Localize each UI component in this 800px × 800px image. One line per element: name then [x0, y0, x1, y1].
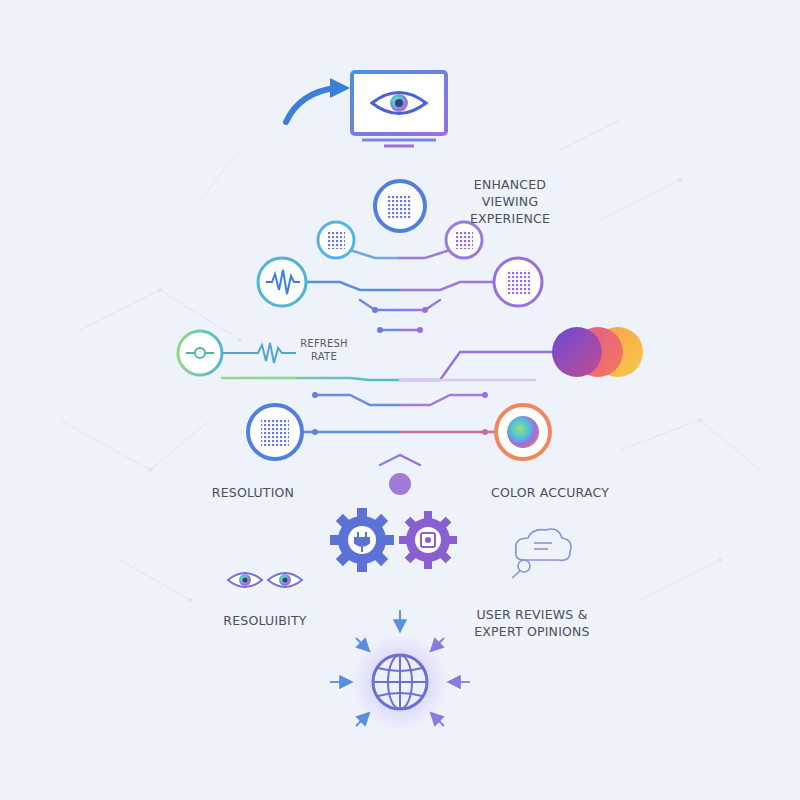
label-text: REFRESH RATE: [289, 337, 359, 363]
label-text: COLOR ACCURACY: [485, 484, 615, 501]
label-text: RESOLUIBITY: [210, 612, 320, 629]
label-text: RESOLUTION: [198, 484, 308, 501]
label-text: ENHANCED VIEWING EXPERIENCE: [445, 176, 575, 227]
label-text: USER REVIEWS & EXPERT OPINIONS: [462, 606, 602, 640]
